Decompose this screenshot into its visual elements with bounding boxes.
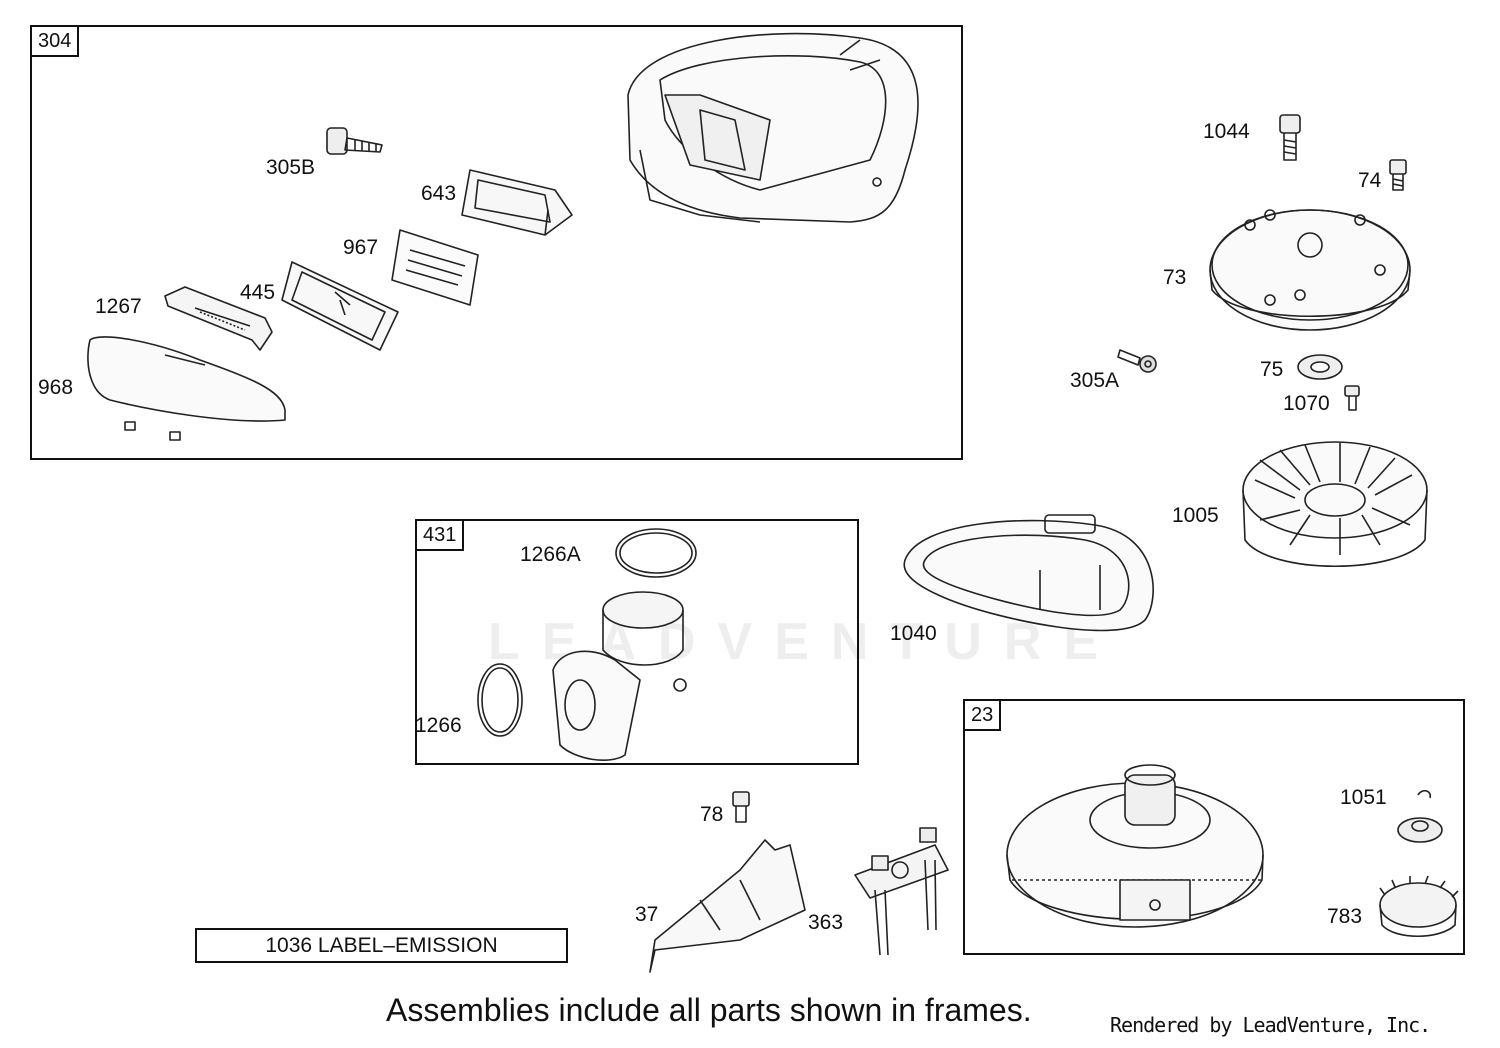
part-label-1267: 1267 [95, 295, 142, 318]
screen-73-drawing [1209, 209, 1411, 331]
nameplate-445-drawing [281, 261, 399, 351]
part-label-363: 363 [808, 911, 844, 934]
assembly-frame-431: 431 [415, 519, 859, 765]
part-label-1266: 1266 [415, 714, 462, 737]
assemblies-caption: Assemblies include all parts shown in fr… [386, 992, 1032, 1028]
part-label-305B: 305B [266, 156, 316, 179]
backplate-1040-drawing [903, 514, 1154, 632]
part-label-1040: 1040 [890, 622, 937, 645]
part-label-1266A: 1266A [520, 543, 581, 566]
bolt-1044-drawing [1279, 114, 1301, 161]
air-guide-643-drawing [461, 169, 573, 236]
part-label-783: 783 [1327, 905, 1363, 928]
part-label-75: 75 [1260, 358, 1284, 381]
part-label-1070: 1070 [1283, 392, 1330, 415]
part-label-445: 445 [240, 281, 276, 304]
part-label-73: 73 [1163, 266, 1187, 289]
bracket-363-drawing [854, 827, 949, 956]
part-label-968: 968 [38, 376, 74, 399]
shroud-37-drawing [649, 839, 806, 973]
frame-tag-23: 23 [965, 701, 1002, 731]
fan-1005-drawing [1242, 441, 1428, 567]
label-967-drawing [391, 229, 479, 306]
blower-housing-drawing [627, 32, 919, 223]
flywheel-23-drawing [1006, 764, 1264, 928]
bolt-74-drawing [1389, 159, 1407, 191]
part-label-1005: 1005 [1172, 504, 1219, 527]
intake-elbow-drawing [552, 591, 687, 761]
emission-label-text: 1036 LABEL–EMISSION [265, 933, 498, 957]
assembly-frame-23: 23 [963, 699, 1465, 955]
part-label-74: 74 [1358, 169, 1382, 192]
oring-1266-drawing [477, 663, 523, 737]
cover-968-drawing [87, 336, 286, 441]
part-label-78: 78 [700, 803, 724, 826]
frame-tag-431: 431 [417, 521, 465, 551]
part-label-37: 37 [635, 903, 659, 926]
washer-75-drawing [1297, 354, 1343, 380]
oring-1266A-drawing [615, 528, 697, 578]
part-label-1051: 1051 [1340, 786, 1387, 809]
screw-1070-drawing [1344, 385, 1360, 411]
part-label-305A: 305A [1070, 369, 1120, 392]
part-label-1044: 1044 [1203, 120, 1250, 143]
bolt-305A-drawing [1117, 349, 1157, 373]
trim-1267-drawing [164, 286, 273, 351]
gear-783-drawing [1379, 875, 1459, 938]
retainer-1051-drawing [1397, 789, 1443, 843]
part-label-643: 643 [421, 182, 457, 205]
assembly-frame-304: 304 [30, 25, 963, 460]
bolt-78-drawing [732, 791, 750, 823]
render-credit: Rendered by LeadVenture, Inc. [1110, 1013, 1431, 1037]
emission-label-box: 1036 LABEL–EMISSION [195, 928, 568, 963]
part-label-967: 967 [343, 236, 379, 259]
bolt-305B-drawing [326, 127, 383, 155]
frame-tag-304: 304 [32, 27, 80, 57]
